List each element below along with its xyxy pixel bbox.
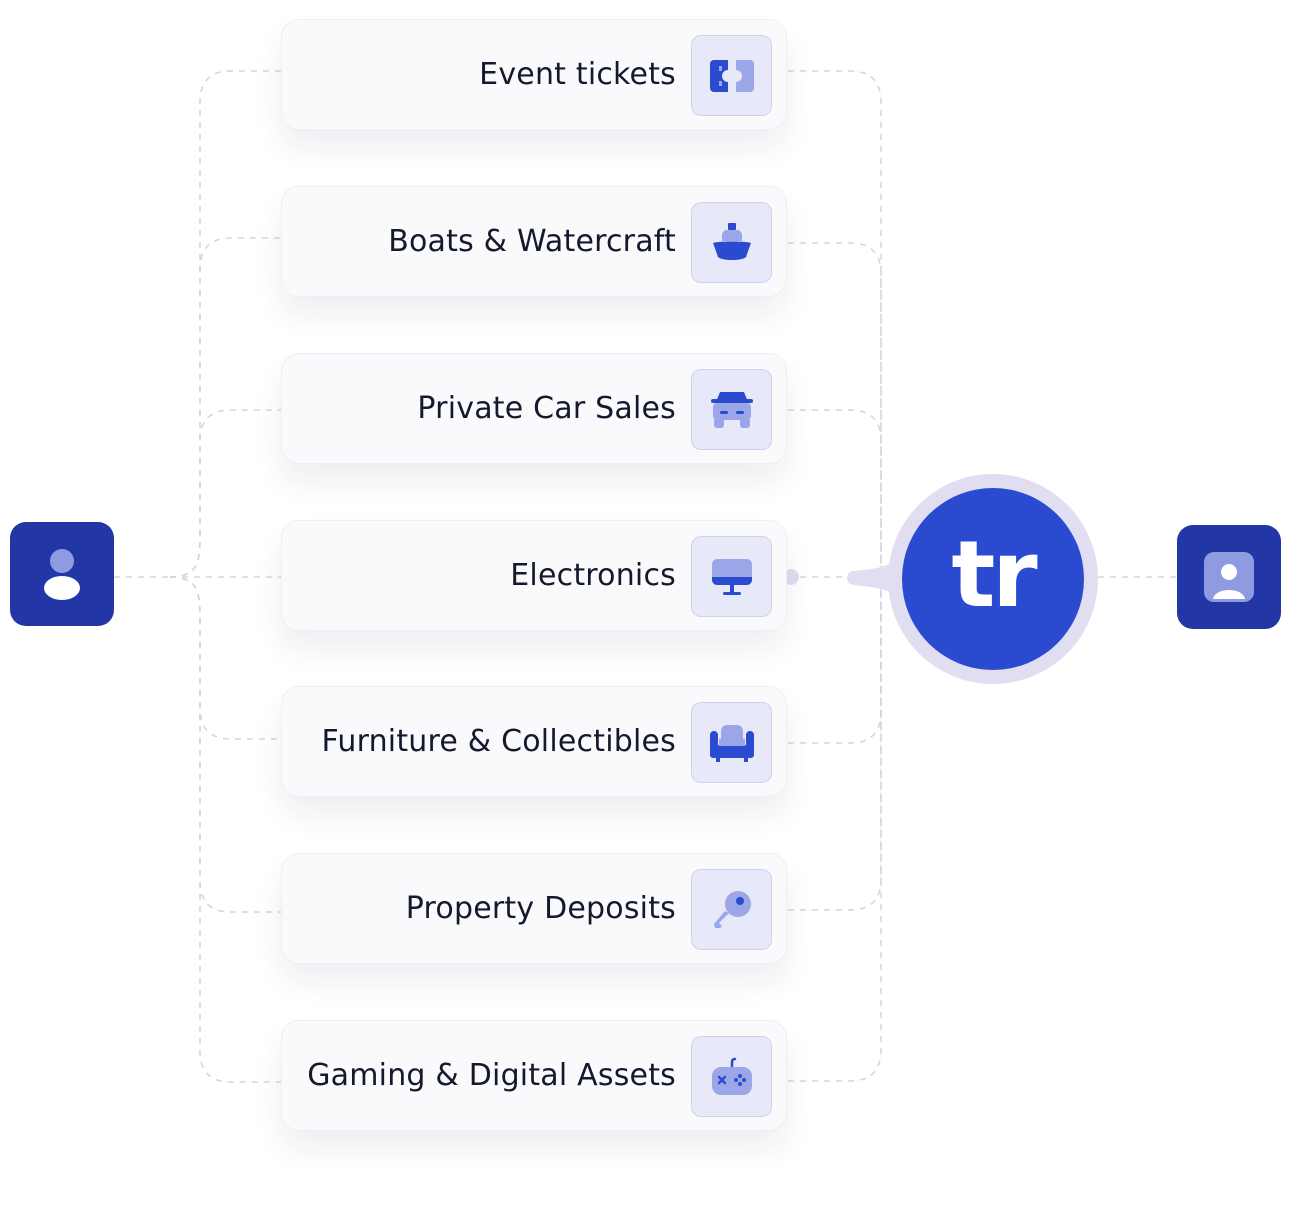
card-label: Property Deposits [405,891,676,926]
buyer-avatar-tile [10,522,114,626]
monitor-icon [711,558,752,595]
boat-icon [712,222,751,260]
card-label: Furniture & Collectibles [321,724,676,759]
car-icon [710,391,753,428]
ticket-icon [709,59,754,92]
connector-dot [783,569,799,585]
card-label: Event tickets [479,57,676,92]
card-icon-box [691,702,772,783]
hub-logo: tr [951,521,1037,628]
key-icon [713,890,751,928]
category-card-furniture[interactable]: Furniture & Collectibles [281,686,787,797]
card-icon-box [691,35,772,116]
card-label: Boats & Watercraft [388,224,676,259]
card-icon-box [691,536,772,617]
card-label: Private Car Sales [417,391,676,426]
category-card-electronics[interactable]: Electronics [281,520,787,631]
card-icon-box [691,1036,772,1117]
card-icon-box [691,202,772,283]
category-card-property-deposits[interactable]: Property Deposits [281,853,787,964]
category-card-boats[interactable]: Boats & Watercraft [281,186,787,297]
category-card-event-tickets[interactable]: Event tickets [281,19,787,130]
escrow-hub: tr [902,488,1084,670]
user-portrait-icon [1204,552,1254,602]
category-card-gaming[interactable]: Gaming & Digital Assets [281,1020,787,1131]
card-icon-box [691,369,772,450]
card-label: Gaming & Digital Assets [307,1058,676,1093]
card-icon-box [691,869,772,950]
gamepad-icon [711,1057,752,1095]
seller-avatar-tile [1177,525,1281,629]
hub-pointer [847,557,902,599]
person-icon [44,549,80,600]
category-card-car-sales[interactable]: Private Car Sales [281,353,787,464]
armchair-icon [709,724,754,762]
card-label: Electronics [510,558,676,593]
